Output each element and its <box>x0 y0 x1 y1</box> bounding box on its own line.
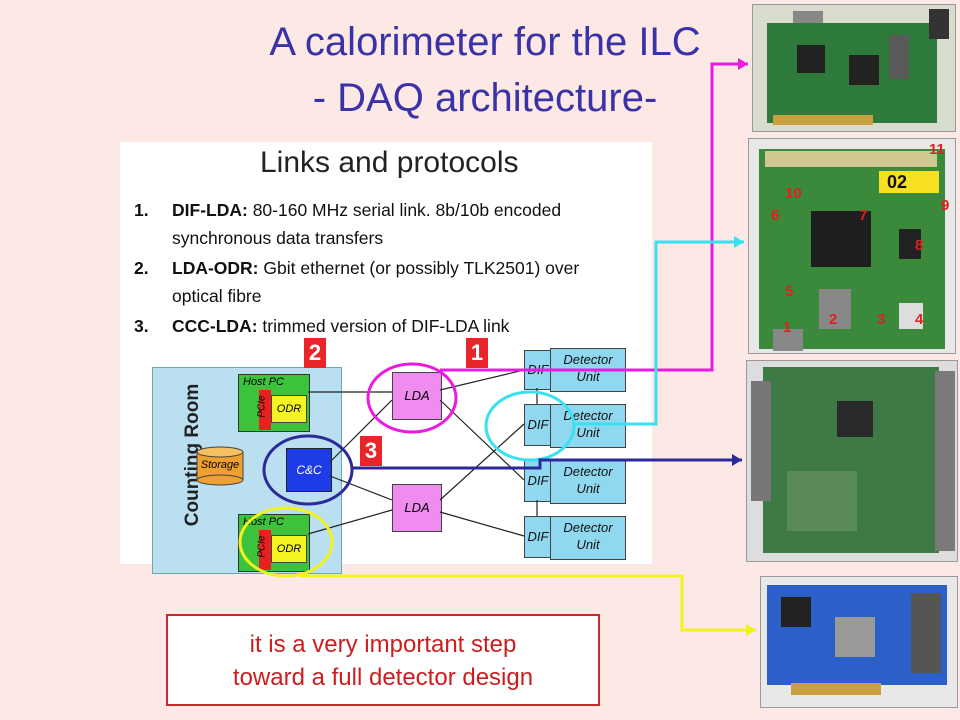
board-num-11: 11 <box>929 141 945 158</box>
board-num-9: 9 <box>941 197 950 214</box>
host-pc-2: Host PC PCIe ODR <box>238 514 310 572</box>
callout-line-2: toward a full detector design <box>232 664 534 691</box>
dif-1: DIF <box>524 350 552 390</box>
board-num-8: 8 <box>915 237 924 254</box>
odr-2-label: ODR <box>276 543 302 555</box>
storage-label: Storage <box>200 459 240 471</box>
cc-label: C&C <box>296 463 322 477</box>
board-num-4: 4 <box>915 311 924 328</box>
cc-box: C&C <box>286 448 332 492</box>
board-num-2: 2 <box>829 311 838 328</box>
host-pc-1: Host PC PCIe ODR <box>238 374 310 432</box>
board-num-3: 3 <box>877 311 886 328</box>
odr-1: ODR <box>271 395 307 423</box>
storage-cylinder: Storage <box>196 446 244 486</box>
lda-2-label: LDA <box>404 500 430 515</box>
dif-3: DIF <box>524 460 552 502</box>
board-num-7: 7 <box>859 207 868 224</box>
odr-1-label: ODR <box>276 403 302 415</box>
protocols-heading: Links and protocols <box>260 146 519 179</box>
lda-1-label: LDA <box>404 388 430 403</box>
lda-box-1: LDA <box>392 372 442 420</box>
callout-box: it is a very important step toward a ful… <box>166 614 600 706</box>
board-photo-4 <box>760 576 958 708</box>
title-line-2: - DAQ architecture- <box>312 76 658 120</box>
slide-title: A calorimeter for the ILC <box>190 18 780 66</box>
tag-2: 2 <box>304 338 326 368</box>
lda-box-2: LDA <box>392 484 442 532</box>
dif-2: DIF <box>524 404 552 446</box>
slide-subtitle: - DAQ architecture- <box>190 74 780 122</box>
board-chip-label: 02 <box>887 172 908 192</box>
pcie-2-label: PCIe <box>256 535 268 558</box>
storage-icon <box>196 446 244 486</box>
board-num-5: 5 <box>785 283 794 300</box>
board-photo-2: 02 11 10 6 7 9 8 5 2 3 4 1 <box>748 138 956 354</box>
odr-2: ODR <box>271 535 307 563</box>
callout-line-1: it is a very important step <box>249 631 517 658</box>
tag-3: 3 <box>360 436 382 466</box>
dif-4: DIF <box>524 516 552 558</box>
tag-1: 1 <box>466 338 488 368</box>
board-num-10: 10 <box>785 185 802 202</box>
board-num-1: 1 <box>783 319 792 336</box>
title-line-1: A calorimeter for the ILC <box>269 20 701 64</box>
host-pc-2-label: Host PC <box>243 516 284 528</box>
pcie-1 <box>259 390 271 430</box>
board-num-6: 6 <box>771 207 780 224</box>
pcie-1-label: PCIe <box>256 395 268 418</box>
board-photo-1 <box>752 4 956 132</box>
host-pc-1-label: Host PC <box>243 376 284 388</box>
board-photo-3 <box>746 360 958 562</box>
